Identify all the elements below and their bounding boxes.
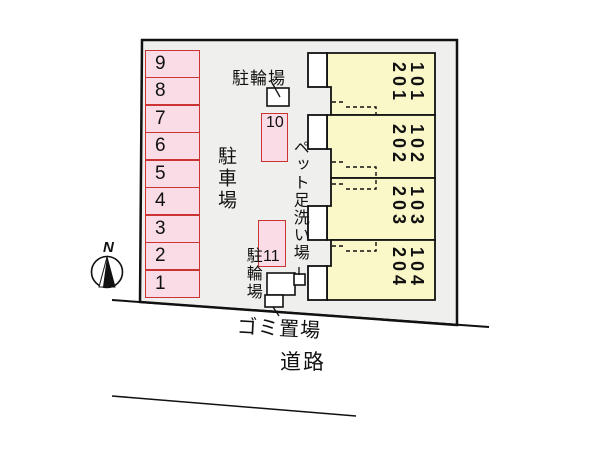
bicycle-parking-top-label: 駐輪場 xyxy=(232,69,286,88)
parking-lot-label: 駐車場 xyxy=(214,146,236,212)
unit-label-204-104: 104 204 xyxy=(389,242,427,294)
unit3-second-floor: 203 xyxy=(389,185,409,229)
unit2-second-floor: 202 xyxy=(389,123,409,167)
compass-icon xyxy=(90,255,124,289)
unit-label-201-101: 101 201 xyxy=(389,57,427,109)
north-label: N xyxy=(103,239,114,256)
unit4-first-floor: 104 xyxy=(407,246,427,290)
facility-boxes xyxy=(264,87,306,308)
porch-unit-2 xyxy=(307,114,328,150)
parking-space-6: 6 xyxy=(145,132,200,160)
parking-space-8: 8 xyxy=(145,77,200,105)
road-label: 道路 xyxy=(280,351,326,374)
building-units xyxy=(326,52,436,301)
unit-label-202-102: 102 202 xyxy=(389,119,427,171)
garbage-area-label: ゴミ置場 xyxy=(236,315,322,343)
bicycle-parking-top-box xyxy=(266,87,290,107)
leader-garbage xyxy=(272,306,280,317)
bicycle-parking-bottom-label: 駐輪場 xyxy=(243,247,261,301)
dash-u2-b xyxy=(346,166,377,178)
parking-space-10: 10 xyxy=(261,113,288,162)
porch-unit-3 xyxy=(307,205,328,241)
porch-unit-4 xyxy=(307,265,328,301)
parking-space-5: 5 xyxy=(145,160,200,188)
unit4-second-floor: 204 xyxy=(389,246,409,290)
dash-u4-b xyxy=(346,240,377,252)
parking-space-7: 7 xyxy=(145,105,200,133)
road-edge-line-upper xyxy=(111,299,490,328)
unit-label-203-103: 103 203 xyxy=(389,181,427,233)
leader-bike-top xyxy=(270,80,281,98)
parking-space-2: 2 xyxy=(145,242,200,270)
compass-needle-fill xyxy=(103,257,115,287)
dash-u1-b xyxy=(346,106,377,115)
unit3-first-floor: 103 xyxy=(407,185,427,229)
pet-wash-box xyxy=(293,273,306,286)
dashed-stair-lines xyxy=(332,101,377,252)
bicycle-parking-bottom-box xyxy=(266,272,296,296)
garbage-box xyxy=(264,294,284,308)
dash-u3-b xyxy=(346,178,377,190)
unit1-second-floor: 201 xyxy=(389,61,409,105)
unit1-first-floor: 101 xyxy=(407,61,427,105)
entrance-porches xyxy=(307,52,328,301)
parking-space-9: 9 xyxy=(145,50,200,78)
parking-space-3: 3 xyxy=(145,215,200,243)
road-edge-line-lower xyxy=(111,395,357,417)
pet-foot-wash-label: ペット足洗い場 xyxy=(290,139,308,262)
parking-space-11: 11 xyxy=(258,220,286,267)
parking-space-4: 4 xyxy=(145,187,200,215)
parking-space-1: 1 xyxy=(145,270,200,298)
porch-unit-1 xyxy=(307,52,328,88)
leader-lines xyxy=(270,80,300,317)
unit2-first-floor: 102 xyxy=(407,123,427,167)
